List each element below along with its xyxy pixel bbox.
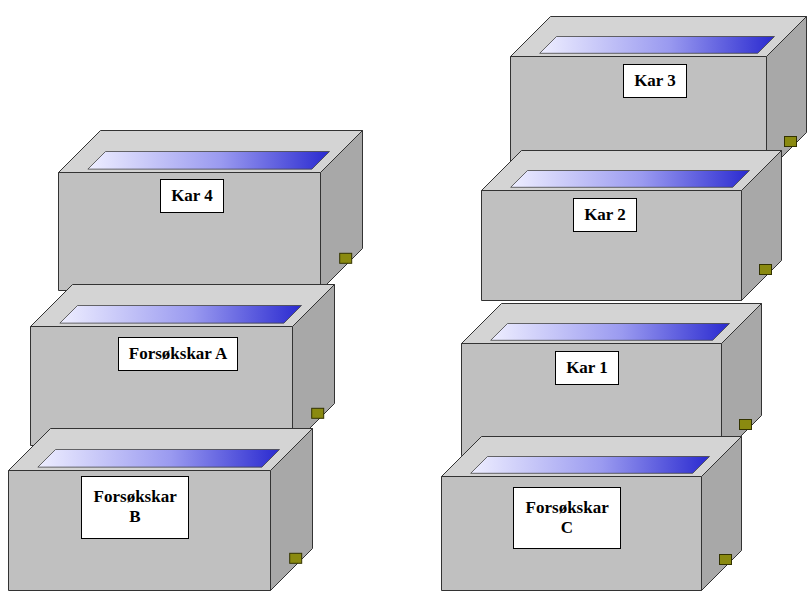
tank-top (31, 285, 335, 327)
water-surface (60, 306, 302, 324)
tank-top (9, 429, 313, 471)
tank-front (482, 191, 742, 301)
tank-front (9, 471, 271, 591)
water-surface (38, 450, 280, 468)
tank-top (59, 131, 363, 173)
tank-top (442, 437, 742, 477)
tank-box: Forsøkskar B (8, 428, 314, 592)
outlet-nozzle (290, 553, 302, 563)
tank-front (442, 477, 702, 591)
water-surface (471, 457, 710, 474)
outlet-nozzle (740, 420, 752, 430)
outlet-nozzle (340, 253, 352, 263)
tank-label: Kar 4 (160, 179, 224, 213)
tank-top (511, 17, 807, 57)
tank-top (482, 151, 782, 191)
outlet-nozzle (785, 137, 797, 147)
outlet-nozzle (760, 265, 772, 275)
tank-side (722, 304, 762, 456)
tank-box: Forsøkskar C (441, 436, 743, 592)
tank-label: Forsøkskar C (513, 487, 622, 550)
tank-front (31, 327, 293, 446)
tank-top (462, 304, 762, 344)
outlet-nozzle (312, 408, 324, 418)
tank-box: Kar 2 (481, 150, 783, 302)
tank-box: Forsøkskar A (30, 284, 336, 447)
tank-front (59, 173, 321, 291)
water-surface (511, 171, 750, 188)
tank-side (767, 17, 807, 173)
water-surface (491, 324, 730, 341)
outlet-nozzle (720, 555, 732, 565)
tank-label: Kar 2 (573, 198, 637, 232)
tank-box: Kar 1 (461, 303, 763, 457)
tank-box: Kar 4 (58, 130, 364, 292)
tank-side (271, 429, 313, 591)
tank-label: Kar 3 (623, 64, 687, 98)
water-surface (88, 152, 330, 170)
tank-label: Forsøkskar B (81, 476, 190, 539)
tank-label: Kar 1 (555, 351, 619, 385)
water-surface (540, 37, 775, 54)
tank-label: Forsøkskar A (118, 337, 238, 371)
tank-side (702, 437, 742, 591)
